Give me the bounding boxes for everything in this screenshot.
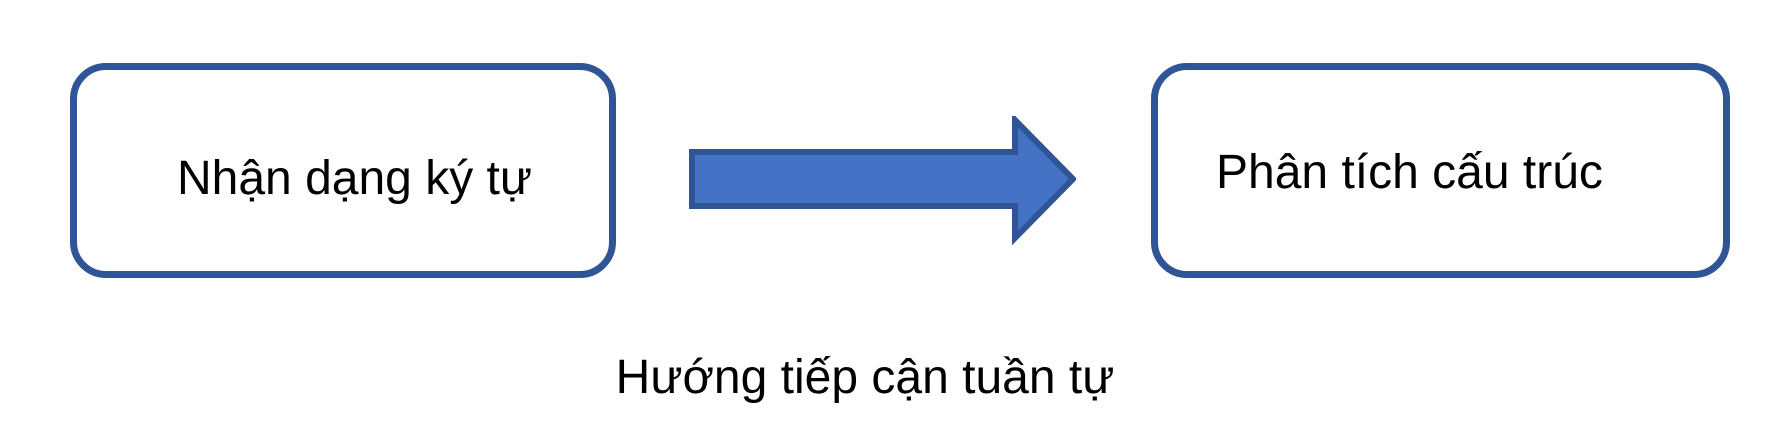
node-label-structure-analysis: Phân tích cấu trúc [1216,146,1603,199]
node-structure-analysis: Phân tích cấu trúc [1151,63,1730,278]
right-arrow-shape [689,116,1076,246]
node-character-recognition: Nhận dạng ký tự [70,63,616,278]
node-label-character-recognition: Nhận dạng ký tự [177,152,533,205]
diagram-caption: Hướng tiếp cận tuần tự [615,351,1115,404]
right-arrow [689,116,1076,246]
